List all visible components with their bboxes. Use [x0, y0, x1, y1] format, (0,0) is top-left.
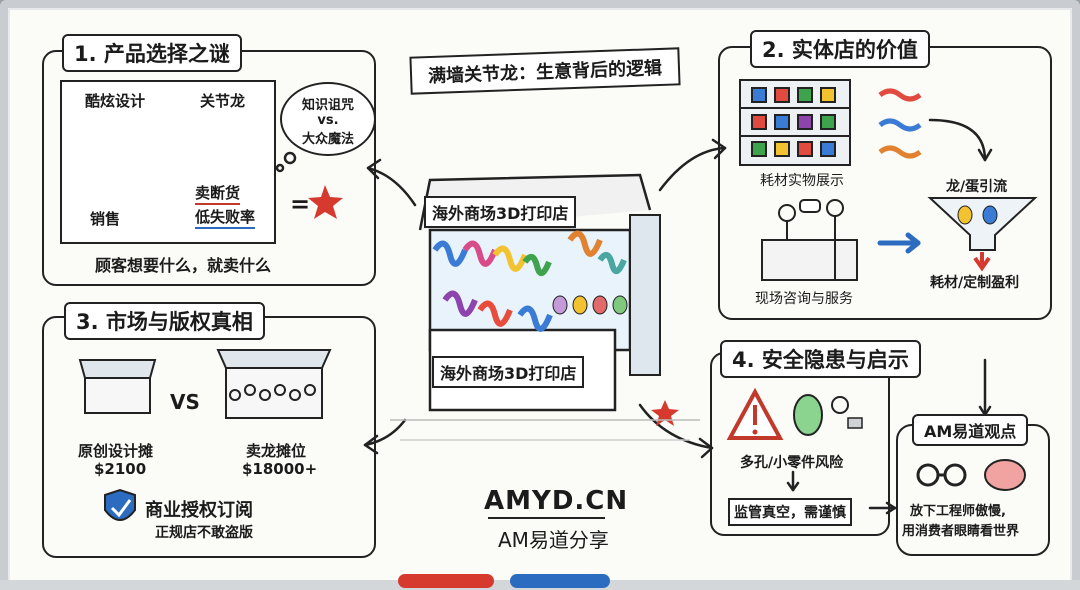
dragon-stall-value: $18000+ [242, 460, 318, 478]
cloud-line3: 大众魔法 [301, 132, 354, 147]
market-sketch [78, 349, 332, 419]
low-failure-point: 低失败率 [195, 206, 256, 229]
viewpoint-line2: 用消费者眼睛看世界 [902, 524, 1020, 539]
cool-design-label: 酷炫设计 [85, 92, 146, 110]
regulation-label: 监管真空，需谨慎 [728, 498, 852, 526]
original-stall-value: $2100 [94, 460, 147, 478]
license-title: 商业授权订阅 [145, 500, 253, 521]
store-top-sign: 海外商场3D打印店 [424, 196, 577, 228]
section1-paper [60, 80, 276, 244]
vs-label: VS [170, 390, 200, 414]
consult-sketch [761, 199, 858, 281]
risk-label: 多孔/小零件风险 [740, 455, 844, 471]
section1-bottom: 顾客想要什么，就卖什么 [95, 256, 272, 275]
section2-title: 2. 实体店的价值 [750, 30, 930, 68]
viewpoint-line1: 放下工程师傲慢, [910, 504, 1006, 519]
section1-title: 1. 产品选择之谜 [62, 34, 242, 72]
traffic-label: 龙/蛋引流 [946, 179, 1008, 195]
cloud-line2: vs. [317, 113, 339, 128]
consult-label: 现场咨询与服务 [755, 291, 853, 307]
dragon-stall-label: 卖龙摊位 [246, 442, 307, 460]
license-sub: 正规店不敢盗版 [155, 525, 253, 541]
section3-title: 3. 市场与版权真相 [64, 302, 265, 340]
sales-label: 销售 [90, 210, 121, 228]
dragon-label: 关节龙 [200, 92, 246, 110]
brand-slogan: AM易道分享 [498, 528, 609, 552]
profit-label: 耗材/定制盈利 [930, 275, 1020, 291]
original-stall-label: 原创设计摊 [78, 442, 154, 460]
section4-title: 4. 安全隐患与启示 [720, 340, 921, 378]
equals-sign: = [290, 190, 311, 218]
cloud-line1: 知识诅咒 [301, 98, 354, 113]
brand-domain: AMYD.CN [484, 486, 629, 516]
viewpoint-title: AM易道观点 [912, 414, 1029, 446]
knowledge-cloud: 知识诅咒 vs. 大众魔法 [280, 82, 376, 156]
sold-out-point: 卖断货 [195, 182, 241, 205]
red-marker[interactable] [398, 574, 494, 588]
store-counter-sign: 海外商场3D打印店 [432, 356, 585, 388]
display-label: 耗材实物展示 [760, 173, 844, 189]
filament-shelf [739, 79, 851, 166]
blue-marker[interactable] [510, 574, 610, 588]
